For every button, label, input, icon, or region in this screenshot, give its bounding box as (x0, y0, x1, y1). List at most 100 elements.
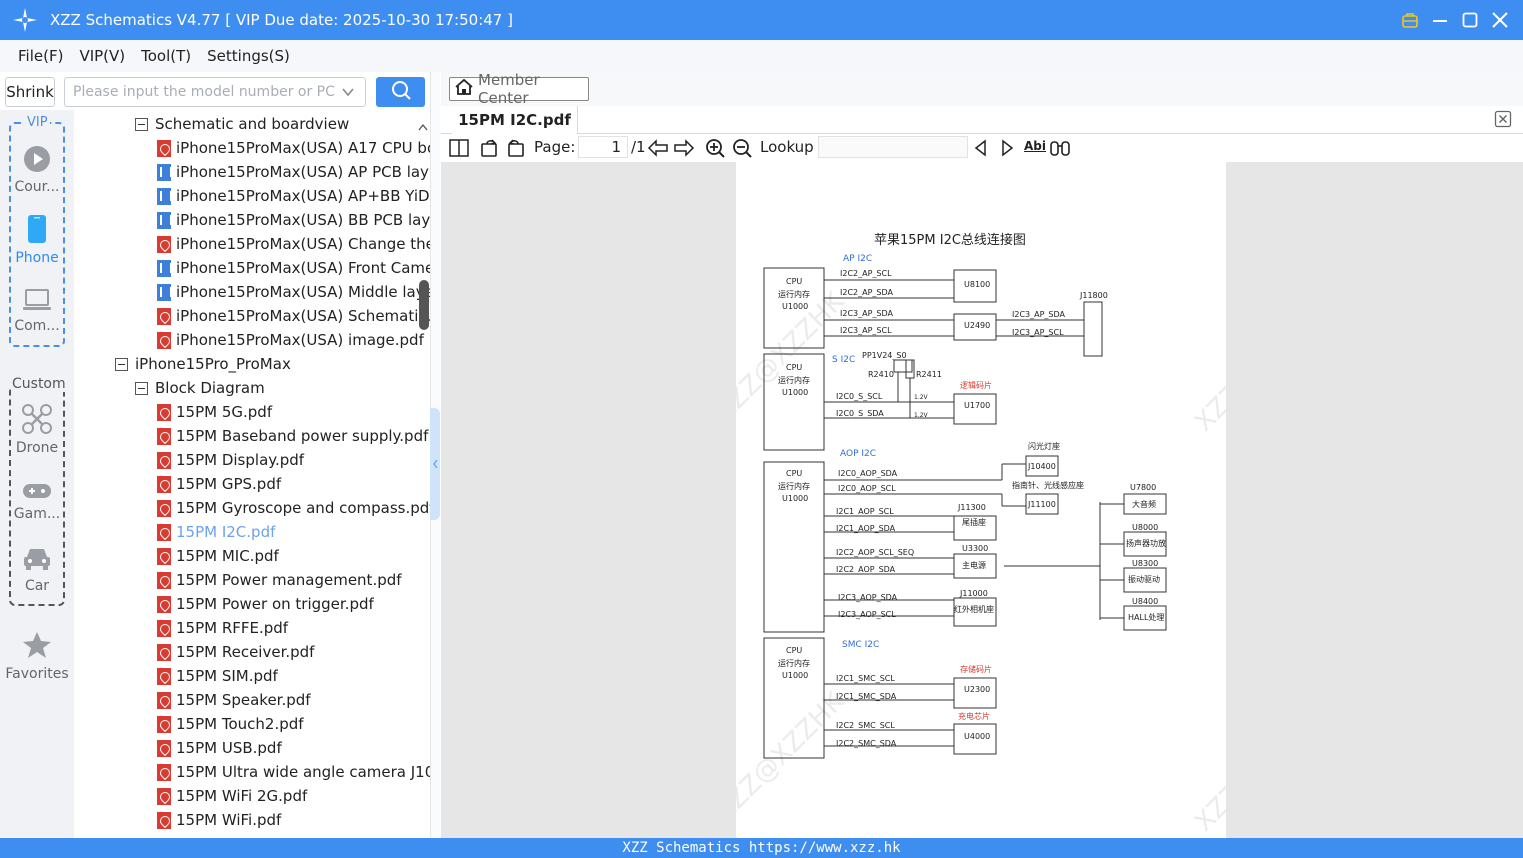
signal-label: I2C1_AOP_SDA (836, 524, 896, 533)
tree-file[interactable]: iPhone15ProMax(USA) Middle laye (157, 280, 430, 304)
cpu-label: 运行内存 (778, 658, 810, 668)
signal-label: I2C3_AP_SCL (1012, 328, 1064, 337)
tree-file[interactable]: 15PM GPS.pdf (157, 472, 281, 496)
tree-item-label: iPhone15ProMax(USA) Schematic. (176, 307, 430, 325)
tree-file[interactable]: iPhone15ProMax(USA) Front Came (157, 256, 430, 280)
pdf-file-icon (157, 139, 171, 157)
find-previous-icon[interactable] (970, 137, 992, 159)
custom-group-label: Custom (11, 376, 67, 392)
search-button[interactable] (376, 77, 425, 107)
tab-15pm-i2c[interactable]: 15PM I2C.pdf (452, 106, 578, 134)
phone-icon (0, 214, 74, 248)
collapse-toggle-icon[interactable] (135, 381, 148, 395)
tree-file[interactable]: 15PM USB.pdf (157, 736, 282, 760)
tree-item-label: 15PM Ultra wide angle camera J10 (176, 763, 430, 781)
two-page-view-icon[interactable] (448, 137, 470, 159)
tree-file[interactable]: 15PM 5G.pdf (157, 400, 272, 424)
tree-item-label: 15PM Power management.pdf (176, 571, 402, 589)
menu-file[interactable]: File(F) (18, 47, 64, 65)
pdf-file-icon (157, 595, 171, 613)
pdf-file-icon (157, 763, 171, 781)
page-total: /1 (631, 138, 646, 156)
vip-bag-icon[interactable] (1399, 7, 1421, 33)
tree-folder[interactable]: iPhone15Pro_ProMax (115, 352, 291, 376)
tree-file[interactable]: iPhone15ProMax(USA) Schematic. (157, 304, 430, 328)
tree-file[interactable]: 15PM Baseband power supply.pdf (157, 424, 428, 448)
tree-file[interactable]: 15PM Power management.pdf (157, 568, 402, 592)
tree-file[interactable]: iPhone15ProMax(USA) Change the (157, 232, 430, 256)
menu-vip[interactable]: VIP(V) (79, 47, 126, 65)
page-number-input[interactable]: 1 (578, 136, 628, 158)
part-label: 1.2V (914, 412, 929, 419)
part-label: U8000 (1132, 523, 1158, 532)
pdf-file-icon (157, 451, 171, 469)
rail-item-game[interactable]: Gam... (0, 482, 74, 522)
tree-file[interactable]: 15PM WiFi 2G.pdf (157, 784, 307, 808)
rail-item-car[interactable]: Car (0, 546, 74, 594)
find-next-icon[interactable] (996, 137, 1018, 159)
collapse-toggle-icon[interactable] (115, 357, 128, 371)
play-icon (0, 145, 74, 177)
note-label: 扬声器功放 (1126, 538, 1166, 548)
match-case-icon[interactable]: Abi (1024, 139, 1046, 153)
tree-file[interactable]: 15PM Ultra wide angle camera J10 (157, 760, 430, 784)
minimize-button[interactable] (1429, 7, 1451, 33)
tree-file[interactable]: 15PM Gyroscope and compass.pdf (157, 496, 430, 520)
signal-label: I2C0_AOP_SDA (838, 469, 898, 478)
search-input[interactable] (73, 84, 335, 100)
tree-folder[interactable]: Schematic and boardview (135, 112, 349, 136)
tree-file[interactable]: iPhone15ProMax(USA) image.pdf (157, 328, 424, 352)
tree-file[interactable]: iPhone15ProMax(USA) BB PCB lay (157, 208, 430, 232)
pdf-file-icon (157, 691, 171, 709)
zoom-in-icon[interactable] (704, 137, 726, 159)
rotate-left-icon[interactable] (505, 137, 527, 159)
menu-settings[interactable]: Settings(S) (207, 47, 290, 65)
tree-scrollbar-thumb[interactable] (419, 280, 429, 330)
lookup-input[interactable] (818, 136, 968, 158)
chevron-down-icon[interactable] (341, 86, 355, 102)
close-tab-icon[interactable] (1494, 110, 1512, 128)
rail-item-computer[interactable]: Com... (0, 288, 74, 334)
collapse-panel-handle[interactable] (430, 408, 440, 520)
search-combobox[interactable] (64, 77, 366, 107)
tree-file[interactable]: iPhone15ProMax(USA) AP PCB lay (157, 160, 429, 184)
collapse-toggle-icon[interactable] (135, 117, 148, 131)
next-page-icon[interactable] (673, 137, 695, 159)
image-file-icon (157, 187, 172, 205)
tree-file[interactable]: 15PM RFFE.pdf (157, 616, 288, 640)
tree-folder[interactable]: Block Diagram (135, 376, 265, 400)
rail-item-course[interactable]: Cour... (0, 145, 74, 195)
maximize-button[interactable] (1459, 7, 1481, 33)
tree-file[interactable]: 15PM Display.pdf (157, 448, 304, 472)
rotate-right-icon[interactable] (478, 137, 500, 159)
rail-item-favorites[interactable]: Favorites (0, 630, 74, 682)
tree-file[interactable]: 15PM Touch2.pdf (157, 712, 304, 736)
tree-file[interactable]: 15PM Power on trigger.pdf (157, 592, 374, 616)
previous-page-icon[interactable] (647, 137, 669, 159)
tree-file[interactable]: 15PM SIM.pdf (157, 664, 278, 688)
pdf-file-icon (157, 427, 171, 445)
pdf-page: 苹果15PM I2C总线连接图 AP I2C S I2C AOP I2C SMC… (709, 162, 1331, 838)
rail-item-phone[interactable]: Phone (0, 214, 74, 266)
member-center-button[interactable]: Member Center (449, 71, 589, 107)
pdf-file-icon (157, 619, 171, 637)
tree-file[interactable]: iPhone15ProMax(USA) AP+BB YiD (157, 184, 430, 208)
tree-scroll-up-arrow[interactable] (418, 116, 428, 131)
tree-file[interactable]: 15PM Speaker.pdf (157, 688, 311, 712)
note-label: 存储码片 (960, 664, 992, 674)
tree-file[interactable]: 15PM MIC.pdf (157, 544, 279, 568)
pdf-file-icon (157, 403, 171, 421)
rail-item-drone[interactable]: Drone (0, 404, 74, 456)
binoculars-icon[interactable] (1049, 137, 1071, 159)
menu-tool[interactable]: Tool(T) (141, 47, 192, 65)
cpu-label: CPU (786, 646, 802, 655)
shrink-button[interactable]: Shrink (5, 77, 55, 107)
tree-file[interactable]: 15PM Receiver.pdf (157, 640, 314, 664)
close-button[interactable] (1489, 7, 1511, 33)
tree-file-selected[interactable]: 15PM I2C.pdf (157, 520, 275, 544)
signal-label: I2C3_AOP_SDA (838, 593, 898, 602)
part-label: J10400 (1027, 462, 1056, 471)
tree-file[interactable]: iPhone15ProMax(USA) A17 CPU bo (157, 136, 430, 160)
zoom-out-icon[interactable] (731, 137, 753, 159)
tree-file[interactable]: 15PM WiFi.pdf (157, 808, 281, 832)
